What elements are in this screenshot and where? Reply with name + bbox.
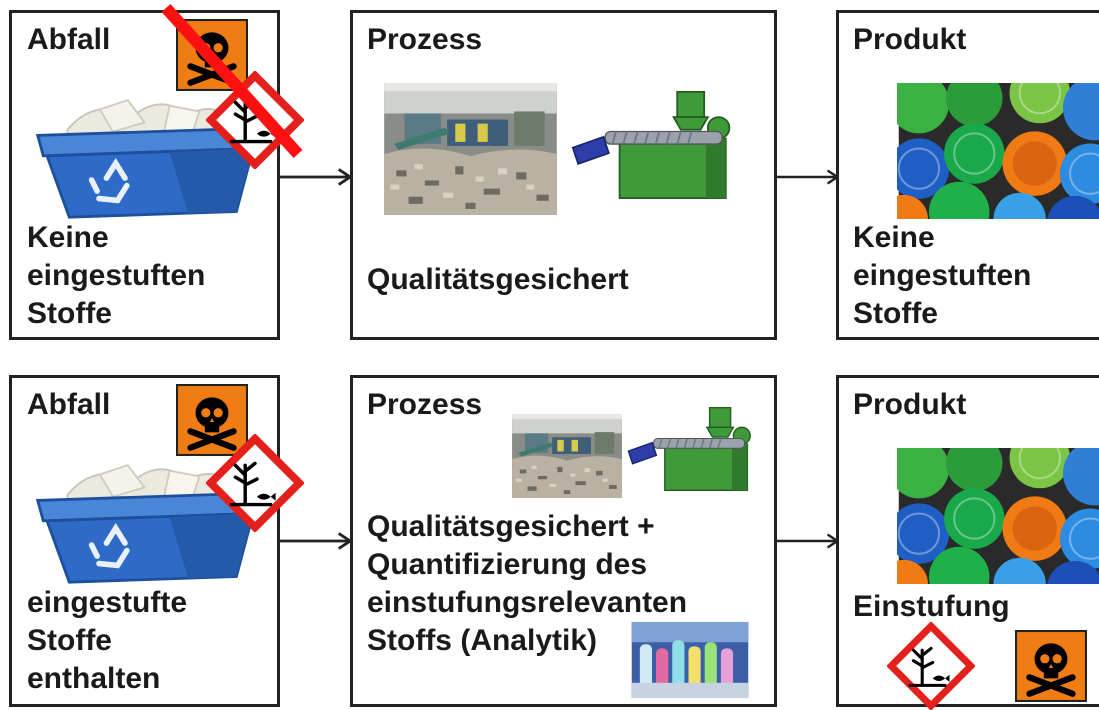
prozess-box-row2: Prozess Qualitätsgesichert + Quantifizie… (350, 375, 777, 707)
arrow-prozess-produkt-row1 (777, 167, 839, 187)
abfall-text: eingestufte Stoffe enthalten (27, 584, 187, 698)
prozess-text-line: Qualitätsgesichert (367, 263, 629, 296)
produkt-box-row1: Produkt Keine eingestuften Stoffe (836, 10, 1099, 340)
produkt-text-line: Stoffe (853, 297, 938, 330)
prozess-title: Prozess (367, 23, 483, 56)
abfall-text-line: enthalten (27, 662, 161, 695)
extruder-icon (627, 402, 767, 496)
produkt-text-line: Einstufung (853, 590, 1010, 623)
abfall-title: Abfall (27, 388, 111, 421)
abfall-text-line: eingestuften (27, 259, 206, 292)
environment-hazard-icon (206, 434, 304, 532)
abfall-text-line: Stoffe (27, 624, 112, 657)
toxic-hazard-icon (1015, 630, 1087, 702)
produkt-text-line: eingestuften (853, 259, 1032, 292)
recycling-plant-image (383, 83, 558, 215)
arrow-prozess-produkt-row2 (777, 531, 839, 551)
abfall-text-line: eingestufte (27, 586, 188, 619)
abfall-text-line: Stoffe (27, 297, 112, 330)
produkt-text: Keine eingestuften Stoffe (853, 219, 1031, 333)
produkt-title: Produkt (853, 388, 967, 421)
prozess-text: Qualitätsgesichert + Quantifizierung des… (367, 508, 687, 660)
plastic-caps-image (897, 83, 1099, 219)
prozess-text-line: Quantifizierung des (367, 548, 648, 581)
produkt-title: Produkt (853, 23, 967, 56)
environment-hazard-icon (887, 622, 975, 710)
produkt-text: Einstufung (853, 588, 1010, 626)
prozess-text: Qualitätsgesichert (367, 261, 629, 299)
abfall-text: Keine eingestuften Stoffe (27, 219, 205, 333)
lab-test-tubes-image (631, 622, 749, 698)
prozess-box-row1: Prozess Qualitätsgesichert (350, 10, 777, 340)
plastic-caps-image (897, 448, 1099, 584)
prozess-title: Prozess (367, 388, 483, 421)
abfall-title: Abfall (27, 23, 111, 56)
recycling-plant-image (511, 414, 623, 498)
abfall-text-line: Keine (27, 221, 109, 254)
prozess-text-line: Stoffs (Analytik) (367, 624, 598, 657)
cross-out-line (161, 3, 303, 159)
extruder-icon (571, 85, 751, 205)
produkt-text-line: Keine (853, 221, 935, 254)
arrow-abfall-prozess-row2 (280, 531, 352, 551)
prozess-text-line: einstufungsrelevanten (367, 586, 688, 619)
produkt-box-row2: Produkt Einstufung (836, 375, 1099, 707)
abfall-box-row1: Abfall Keine eingestuften Stoffe (9, 10, 280, 340)
abfall-box-row2: Abfall eingestufte Stoffe enthalten (9, 375, 280, 707)
arrow-abfall-prozess-row1 (280, 167, 352, 187)
prozess-text-line: Qualitätsgesichert + (367, 510, 655, 543)
